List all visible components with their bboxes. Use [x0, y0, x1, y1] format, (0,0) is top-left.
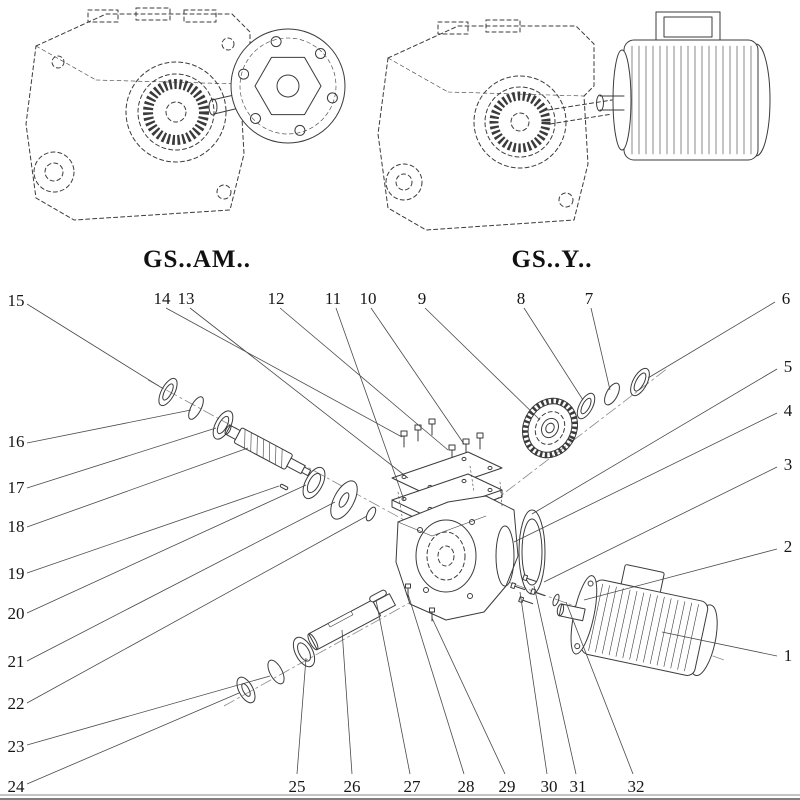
- callout-leader-29: [431, 617, 506, 775]
- sheet-border-bottom: [0, 794, 800, 800]
- exploded-view: [147, 367, 725, 707]
- callout-leader-26: [341, 629, 353, 775]
- callout-label-22: 22: [8, 694, 25, 713]
- callout-leader-30: [519, 591, 548, 775]
- part-motor-1: [556, 564, 718, 676]
- callout-label-2: 2: [784, 537, 793, 556]
- callout-label-7: 7: [585, 289, 594, 308]
- callout-label-24: 24: [8, 777, 26, 796]
- y-motor: [596, 11, 771, 161]
- callout-leader-25: [296, 657, 307, 775]
- callout-label-3: 3: [784, 455, 793, 474]
- callout-leader-21: [26, 501, 336, 662]
- part-studs: [510, 574, 560, 607]
- part-output-shaft-26: [307, 593, 396, 651]
- part-screw-29: [429, 607, 435, 622]
- callout-label-12: 12: [268, 289, 285, 308]
- callout-leader-27: [375, 599, 411, 775]
- part-cover-plate-13: [391, 451, 503, 495]
- part-washer-24: [236, 676, 256, 704]
- callout-leader-1: [661, 631, 778, 657]
- callout-leader-12: [279, 307, 449, 451]
- part-bearing-20: [302, 466, 326, 500]
- callout-label-30: 30: [541, 777, 558, 796]
- callout-label-20: 20: [8, 604, 25, 623]
- callout-leader-31: [533, 585, 577, 775]
- part-seal-ring-6: [630, 367, 650, 397]
- caption-gs-y: GS..Y..: [511, 246, 593, 273]
- callout-leader-19: [26, 485, 280, 574]
- part-flange-gasket: [518, 509, 546, 595]
- callout-leader-9: [424, 307, 541, 421]
- callout-label-4: 4: [784, 401, 793, 420]
- callout-label-14: 14: [154, 289, 172, 308]
- part-circlip-16: [188, 396, 204, 420]
- callout-leader-15: [26, 303, 163, 389]
- part-oil-seal-15: [158, 377, 178, 407]
- gearbox-y-drawing: [377, 11, 771, 231]
- callout-label-19: 19: [8, 564, 25, 583]
- part-bearing-25: [292, 636, 316, 668]
- callout-label-26: 26: [344, 777, 361, 796]
- callout-leader-2: [583, 548, 778, 601]
- callout-leader-18: [26, 447, 249, 528]
- callout-leader-17: [26, 427, 217, 489]
- callout-label-17: 17: [8, 478, 26, 497]
- callout-leader-22: [26, 515, 368, 704]
- part-circlip-23: [267, 659, 285, 685]
- part-key-27: [369, 589, 387, 603]
- callout-label-8: 8: [517, 289, 526, 308]
- callout-leader-7: [590, 307, 611, 391]
- callout-leader-8: [523, 307, 584, 401]
- callout-leader-14: [165, 307, 403, 438]
- callout-label-5: 5: [784, 357, 793, 376]
- callout-label-31: 31: [570, 777, 587, 796]
- callout-leader-16: [26, 409, 192, 444]
- callout-leader-32: [565, 601, 634, 775]
- callout-label-21: 21: [8, 652, 25, 671]
- callout-leader-5: [531, 368, 778, 515]
- callout-label-23: 23: [8, 737, 25, 756]
- part-worm-shaft-18: [224, 424, 312, 477]
- callout-leader-11: [335, 307, 405, 501]
- callout-label-6: 6: [782, 289, 791, 308]
- part-ring-22: [365, 506, 377, 522]
- callout-label-28: 28: [458, 777, 475, 796]
- am-output-flange: [208, 28, 346, 144]
- callout-leader-3: [543, 466, 778, 583]
- callout-leader-24: [26, 692, 240, 785]
- caption-gs-am: GS..AM..: [143, 246, 251, 273]
- callout-label-29: 29: [499, 777, 516, 796]
- callout-leader-28: [407, 593, 465, 775]
- callout-label-10: 10: [360, 289, 377, 308]
- part-pin-19: [279, 483, 289, 491]
- callout-leader-13: [189, 307, 409, 479]
- callout-label-16: 16: [8, 432, 25, 451]
- callout-label-32: 32: [628, 777, 645, 796]
- callout-label-13: 13: [178, 289, 195, 308]
- part-shim-disc-21: [330, 480, 358, 520]
- callout-leader-10: [370, 307, 465, 445]
- part-screw-28: [405, 583, 411, 599]
- callout-label-25: 25: [289, 777, 306, 796]
- callout-leader-23: [26, 675, 271, 746]
- callout-leader-20: [26, 484, 307, 614]
- part-housing: [395, 465, 519, 621]
- callout-label-27: 27: [404, 777, 422, 796]
- callout-label-18: 18: [8, 517, 25, 536]
- callout-leader-6: [647, 301, 776, 379]
- part-cover-bolts: [400, 418, 484, 462]
- callout-label-1: 1: [784, 646, 793, 665]
- callout-label-15: 15: [8, 291, 25, 310]
- callout-leader-4: [513, 412, 778, 543]
- callout-label-9: 9: [418, 289, 427, 308]
- gearbox-am-drawing: [25, 7, 346, 221]
- part-helical-gear-9: [522, 397, 578, 459]
- part-circlip-7: [604, 382, 620, 406]
- part-washer-8: [576, 392, 596, 420]
- callout-label-11: 11: [325, 289, 341, 308]
